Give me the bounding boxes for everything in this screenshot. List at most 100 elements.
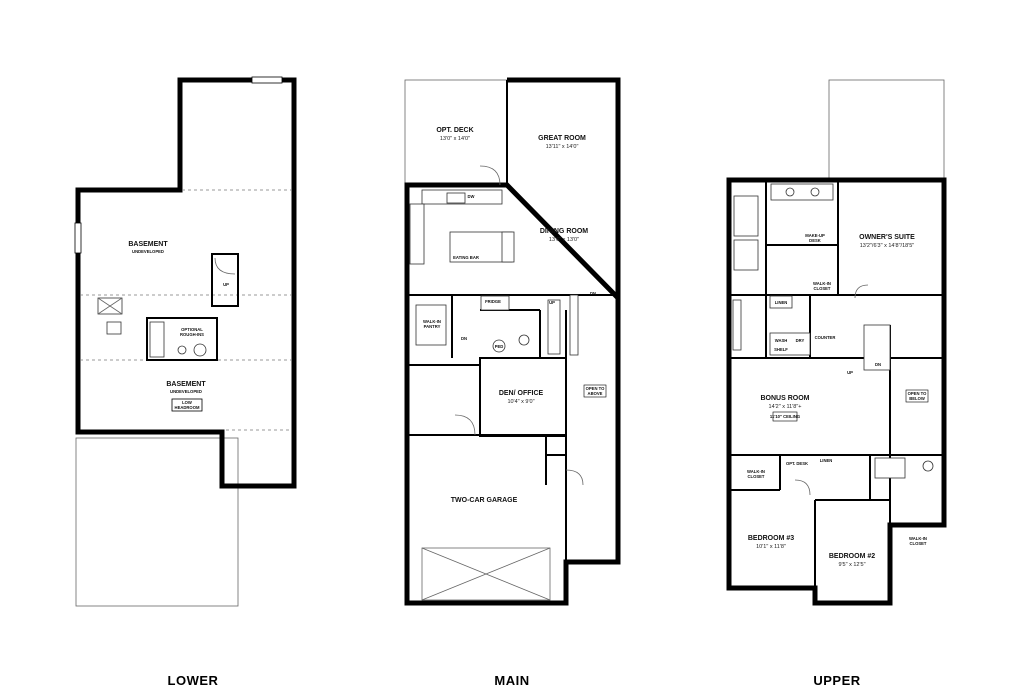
main-garage-door-line: [485, 547, 551, 575]
upper-wash-label: WASH: [775, 338, 788, 343]
lower-stair-door: [214, 257, 236, 275]
upper-walkin-label: CLOSET: [814, 286, 831, 291]
upper-door: [794, 479, 811, 496]
main-pantry-label: WALK-IN: [423, 319, 441, 324]
lower-basement-name: BASEMENT: [128, 241, 168, 248]
main-floor-plan: OPT. DECK 13'0" x 14'0" GREAT ROOM 13'11…: [404, 77, 621, 688]
main-door: [454, 414, 476, 436]
main-open-to-above-box: [583, 384, 607, 398]
main-den-name: DEN/ OFFICE: [499, 390, 544, 397]
main-stair-rail: [569, 294, 579, 356]
main-fridge: [480, 295, 510, 311]
main-dn-label: DN: [461, 336, 467, 341]
upper-roof-outline: [828, 79, 945, 181]
main-pantry-shelves: [415, 304, 447, 346]
main-kitchen-counter: [409, 203, 425, 265]
lower-sink-rough: [177, 345, 187, 355]
upper-up-label: UP: [847, 370, 853, 375]
upper-closet-shelf: [732, 299, 742, 351]
lower-stairs: [211, 253, 239, 307]
lower-title: LOWER: [168, 673, 219, 688]
main-dining-room-dims: 13'6" x 13'0": [549, 237, 579, 243]
main-deck-door: [479, 165, 501, 186]
upper-laundry: [769, 332, 811, 356]
lower-basement-sub: UNDEVELOPED: [170, 389, 202, 394]
main-entry-door: [565, 469, 584, 486]
lower-window: [251, 76, 283, 84]
upper-makeup-label: DESK: [809, 238, 821, 243]
lower-low-headroom-box: [171, 398, 203, 412]
upper-bonus-room-name: BONUS ROOM: [761, 395, 810, 402]
upper-walkin-label: CLOSET: [910, 541, 927, 546]
lower-floor-plan: BASEMENT UNDEVELOPED BASEMENT UNDEVELOPE…: [74, 76, 297, 688]
main-dining-room-name: DINING ROOM: [540, 228, 588, 235]
upper-bonus-room-dims: 14'2" x 11'8"+: [769, 404, 802, 410]
upper-ceiling-label: 11'10" CEILING: [770, 414, 800, 419]
upper-title: UPPER: [813, 673, 860, 688]
upper-bedroom2-name: BEDROOM #2: [829, 553, 875, 560]
main-den-dims: 10'4" x 9'0": [507, 399, 534, 405]
lower-mechanical-cross: [97, 297, 123, 315]
upper-bath-tub: [874, 457, 906, 479]
upper-open-label: BELOW: [909, 396, 925, 401]
upper-vanity: [770, 183, 834, 201]
main-shelves: [501, 231, 515, 263]
lower-basement-sub: UNDEVELOPED: [132, 249, 164, 254]
upper-stairs: [863, 324, 891, 371]
lower-furnace: [106, 321, 122, 335]
main-open-label: ABOVE: [588, 391, 603, 396]
main-garage-door-line: [485, 573, 551, 601]
upper-ceiling-box: [772, 411, 798, 422]
upper-shower: [733, 239, 759, 271]
upper-owner-suite-dims: 13'2"/6'3" x 14'8"/18'5": [860, 243, 915, 249]
main-toilet: [518, 334, 530, 346]
main-open-label: OPEN TO: [586, 386, 606, 391]
lower-up-label: UP: [223, 282, 229, 287]
main-title: MAIN: [494, 673, 529, 688]
upper-door: [854, 284, 869, 299]
lower-toilet-rough: [193, 343, 207, 357]
lower-tub-rough: [149, 321, 165, 358]
main-deck-name: OPT. DECK: [436, 127, 473, 134]
upper-open-to-below-box: [905, 389, 929, 403]
lower-basement-name: BASEMENT: [166, 381, 206, 388]
main-garage-name: TWO-CAR GARAGE: [451, 497, 518, 504]
main-up-label: UP: [549, 300, 555, 305]
upper-counter-label: COUNTER: [815, 335, 836, 340]
lower-exterior-wall: [75, 77, 297, 489]
main-pantry-label: PANTRY: [424, 324, 441, 329]
upper-linen-label: LINEN: [820, 458, 833, 463]
main-dn-label: DN: [590, 291, 596, 296]
upper-bedroom2-dims: 9'5" x 12'5": [838, 562, 865, 568]
main-eating-bar-label: EATING BAR: [453, 255, 479, 260]
lower-rough-label: OPTIONAL: [181, 327, 203, 332]
lower-slab-outline: [75, 437, 239, 607]
lower-rough-label: ROUGH-INS: [180, 332, 204, 337]
upper-walkin-label: WALK-IN: [747, 469, 765, 474]
upper-bedroom3-name: BEDROOM #3: [748, 535, 794, 542]
main-great-room-name: GREAT ROOM: [538, 135, 586, 142]
lower-rough-in-room: [146, 317, 218, 361]
upper-walkin-label: CLOSET: [748, 474, 765, 479]
main-den-walls: [479, 357, 567, 437]
main-garage-door-line: [421, 547, 487, 575]
upper-linen: [769, 295, 793, 309]
lower-low-label: HEADROOM: [175, 405, 200, 410]
upper-sink: [810, 187, 820, 197]
lower-low-label: LOW: [182, 400, 192, 405]
main-stairs: [547, 299, 561, 355]
upper-walkin-label: WALK-IN: [813, 281, 831, 286]
main-dw-label: DW: [468, 194, 475, 199]
main-great-room-dims: 13'11" x 14'0": [546, 144, 579, 150]
upper-makeup-label: MAKE-UP: [805, 233, 825, 238]
upper-tub: [733, 195, 759, 237]
upper-bedroom3-dims: 10'1" x 11'8": [756, 544, 786, 550]
upper-opt-desk-label: OPT. DESK: [786, 461, 808, 466]
upper-shelf-label: SHELF: [774, 347, 788, 352]
main-garage-door-line: [421, 573, 487, 601]
main-sink: [446, 192, 466, 204]
upper-owner-suite-name: OWNER'S SUITE: [859, 234, 915, 241]
upper-open-label: OPEN TO: [908, 391, 928, 396]
lower-window: [74, 222, 82, 254]
